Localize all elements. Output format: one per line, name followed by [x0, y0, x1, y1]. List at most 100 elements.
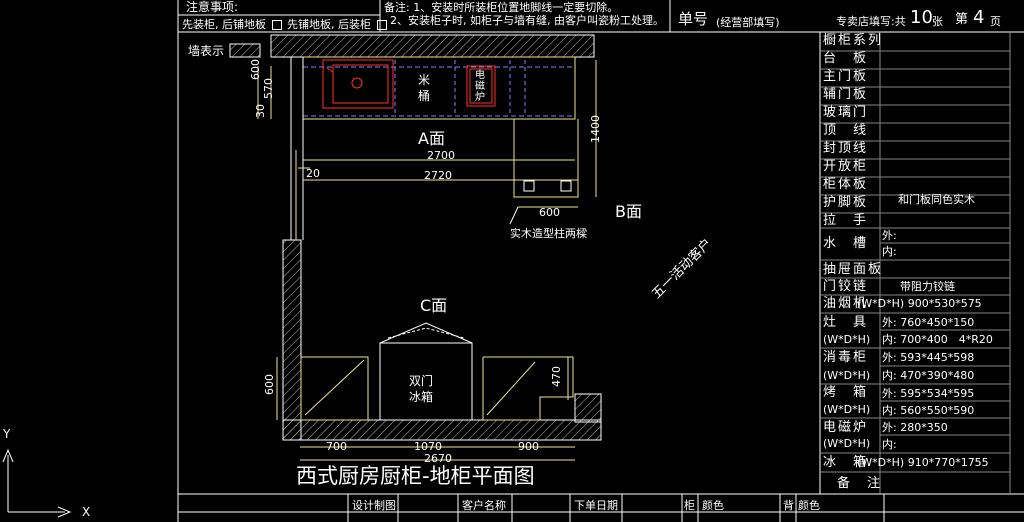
- spec-row-glass-door: 玻璃门: [823, 105, 869, 120]
- page-label: 第: [955, 12, 969, 27]
- dim-900: 900: [518, 440, 539, 453]
- spec-row-sink: 水 槽: [823, 236, 869, 251]
- footer-customer: 客户名称: [462, 499, 506, 512]
- notes-title: 注意事项:: [186, 0, 239, 14]
- spec-oven-outer[interactable]: 外: 595*534*595: [882, 387, 975, 400]
- footer-color: 颜色: [702, 499, 724, 512]
- total-pages: 10: [910, 7, 933, 28]
- sink: [322, 59, 394, 109]
- spec-row-oven: 烤 箱: [823, 385, 869, 400]
- return-cabinet: [513, 119, 579, 198]
- page-suffix: 页: [990, 15, 1001, 28]
- spec-row-hinge: 门铰链: [823, 279, 869, 294]
- dim-1400: 1400: [589, 115, 602, 143]
- dim-2670: 2670: [424, 452, 452, 465]
- drawing-frame: [177, 0, 1024, 522]
- spec-row-aux-door: 辅门板: [823, 87, 869, 102]
- fridge-label: 双门 冰箱: [409, 374, 434, 404]
- spec-row-fridge: 冰 箱: [823, 455, 869, 470]
- footer-cabinet: 柜: [684, 499, 695, 512]
- bottom-left-cabinet: [300, 356, 369, 421]
- top-wall: [270, 34, 595, 58]
- install-options: 先装柜, 后铺地板 先铺地板, 后装柜: [182, 19, 389, 30]
- spec-row-kickboard: 护脚板: [823, 195, 869, 210]
- spec-row-disinfect: 消毒柜: [823, 350, 869, 365]
- induction-hob: [466, 65, 496, 107]
- spec-hood-value[interactable]: (W*D*H) 900*530*575: [857, 297, 982, 310]
- face-a-label: A面: [418, 129, 445, 148]
- footer-design: 设计制图: [352, 499, 396, 512]
- spec-row-disinfect-sub: (W*D*H): [823, 369, 871, 382]
- dim-2720: 2720: [424, 169, 452, 182]
- spec-disinfect-inner[interactable]: 内: 470*390*480: [882, 369, 975, 382]
- dim-470: 470: [550, 366, 563, 387]
- dim-20: 20: [306, 167, 320, 180]
- spec-row-main-door: 主门板: [823, 69, 869, 84]
- induction-label: 电 磁 炉: [475, 70, 485, 103]
- spec-oven-inner[interactable]: 内: 560*550*590: [882, 404, 975, 417]
- dim-1070: 1070: [414, 440, 442, 453]
- dim-700: 700: [326, 440, 347, 453]
- store-fill-label: 专卖店填写:共: [836, 15, 906, 28]
- drawing-title: 西式厨房厨柜-地柜平面图: [296, 464, 535, 488]
- axis-y-label: Y: [3, 427, 11, 441]
- spec-row-top-line: 顶 线: [823, 123, 869, 138]
- spec-disinfect-outer[interactable]: 外: 593*445*598: [882, 351, 975, 364]
- footer-back: 背: [783, 499, 794, 512]
- pillar-note: 实木造型柱两樑: [510, 227, 587, 240]
- footer-color-2: 颜色: [798, 499, 820, 512]
- dim-600-top: 600: [249, 59, 262, 80]
- spec-row-hood: 油烟机: [823, 296, 869, 311]
- dim-600-b: 600: [539, 206, 560, 219]
- spec-stove-outer[interactable]: 外: 760*450*150: [882, 316, 975, 329]
- spec-row-oven-sub: (W*D*H): [823, 403, 871, 416]
- checkbox-option-c[interactable]: [376, 20, 387, 30]
- dim-600-left: 600: [263, 374, 276, 395]
- spec-row-stove: 灶 具: [823, 315, 869, 330]
- wall-legend-label: 墙表示: [188, 44, 225, 58]
- face-c-label: C面: [420, 296, 448, 315]
- axis-x-label: X: [82, 505, 91, 519]
- bottom-right-cabinet: [482, 356, 574, 421]
- install-option-b: 先铺地板, 后装柜: [287, 18, 371, 31]
- order-no-hint: (经营部填写): [716, 16, 780, 29]
- page-number: 4: [973, 7, 985, 28]
- face-b-label: B面: [615, 202, 642, 221]
- spec-stove-inner[interactable]: 内: 700*400 4*R20: [882, 333, 993, 346]
- spec-row-countertop: 台 板: [823, 51, 869, 66]
- spec-induction-inner[interactable]: 内:: [882, 438, 897, 451]
- spec-row-induction: 电磁炉: [823, 420, 869, 435]
- remark-line-1: 备注: 1、安装时所装柜位置地脚线一定要切除。: [384, 1, 619, 14]
- spec-row-induction-sub: (W*D*H): [823, 437, 871, 450]
- spec-row-stove-sub: (W*D*H): [823, 333, 871, 346]
- fridge-shape: [379, 322, 473, 421]
- ucs-axis-icon: [2, 448, 72, 518]
- spec-row-series: 橱柜系列: [823, 33, 884, 48]
- install-option-a: 先装柜, 后铺地板: [182, 18, 266, 31]
- spec-sink-outer[interactable]: 外:: [882, 229, 897, 242]
- dim-2700: 2700: [427, 149, 455, 162]
- footer-order-date: 下单日期: [574, 499, 618, 512]
- order-no-label: 单号: [678, 10, 709, 28]
- spec-hinge-value[interactable]: 带阻力铰链: [900, 280, 955, 293]
- top-counter: [302, 56, 576, 120]
- remark-line-2: 2、安装柜子时, 如柜子与墙有缝, 由客户叫瓷粉工处理。: [390, 14, 664, 27]
- spec-row-carcass: 柜体板: [823, 177, 869, 192]
- page-unit: 张: [932, 15, 943, 28]
- right-wall-block: [574, 393, 602, 423]
- spec-sink-inner[interactable]: 内:: [882, 245, 897, 258]
- spec-row-open-cabinet: 开放柜: [823, 159, 869, 174]
- spec-row-remarks: 备 注: [837, 476, 883, 491]
- checkbox-option-b[interactable]: [271, 20, 282, 30]
- spec-induction-outer[interactable]: 外: 280*350: [882, 421, 948, 434]
- left-wall: [282, 239, 302, 441]
- spec-kickboard-value[interactable]: 和门板同色实木: [898, 193, 975, 206]
- dim-30: 30: [254, 104, 267, 118]
- dim-570: 570: [262, 78, 275, 99]
- spec-row-drawer: 抽屉面板: [823, 262, 884, 277]
- spec-fridge-value[interactable]: (W*D*H) 910*770*1755: [857, 456, 989, 469]
- rice-bin-label: 米 桶: [418, 73, 431, 103]
- spec-row-seal-line: 封顶线: [823, 141, 869, 156]
